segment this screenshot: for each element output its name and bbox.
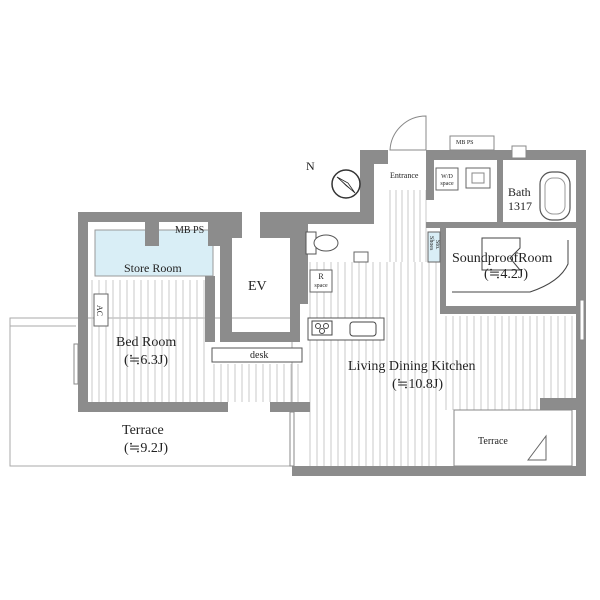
soundproof-room-area: (≒4.2J) (484, 267, 529, 282)
wd-label: W/D (441, 174, 453, 180)
window-bedroom-west (73, 343, 79, 385)
ac-box (93, 293, 109, 327)
compass-north-label: N (306, 159, 315, 173)
terrace-west-area: (≒9.2J) (124, 441, 169, 456)
bath-label: Bath (508, 185, 531, 199)
desk-label: desk (250, 350, 269, 361)
window-ldk-south (289, 411, 295, 467)
shoes-label: Shoes (428, 236, 434, 251)
toilet-bowl (313, 234, 339, 252)
bathtub (539, 171, 571, 221)
terrace-east-hatch (527, 434, 547, 461)
shoes-sto-label: Sto. (434, 240, 440, 250)
window-bath (579, 299, 585, 341)
washbasin (465, 167, 491, 189)
ac-label: AC (95, 305, 104, 317)
wd-space-box (435, 167, 459, 191)
floor-planks (91, 190, 573, 466)
mb-ps-top-box (449, 135, 495, 151)
bath-code-label: 1317 (508, 199, 532, 213)
kitchen-sink (349, 321, 377, 337)
compass-icon (331, 169, 361, 199)
bed-room-area: (≒6.3J) (124, 353, 169, 368)
terrace-west-name: Terrace (122, 423, 164, 438)
fridge-space-label: space (314, 283, 328, 289)
terrace-west-outline (9, 317, 293, 467)
terrace-east-name: Terrace (478, 436, 508, 447)
ev-label: EV (248, 279, 267, 294)
entrance-label: Entrance (390, 171, 419, 180)
mb-ps-left-label: MB PS (175, 225, 205, 236)
entrance-door-swing (389, 115, 427, 151)
fridge-r-label: R (318, 272, 324, 281)
wd-space-label: space (440, 181, 454, 187)
desk-strip (211, 347, 303, 363)
mb-ps-top-label: MB PS (456, 140, 474, 146)
bath-vent (511, 145, 527, 159)
bed-room-name: Bed Room (116, 335, 177, 350)
fridge-space (309, 269, 333, 293)
ldk-name: Living Dining Kitchen (348, 359, 476, 374)
ldk-area: (≒10.8J) (392, 377, 444, 392)
soundproof-desk (452, 240, 569, 293)
toilet-sink (353, 251, 369, 263)
terrace-east-outline (453, 409, 573, 467)
soundproof-piano (481, 237, 522, 271)
shoes-storage (427, 231, 441, 263)
store-room-label: Store Room (124, 261, 182, 275)
soundproof-room-name: SoundproofRoom (452, 251, 553, 266)
